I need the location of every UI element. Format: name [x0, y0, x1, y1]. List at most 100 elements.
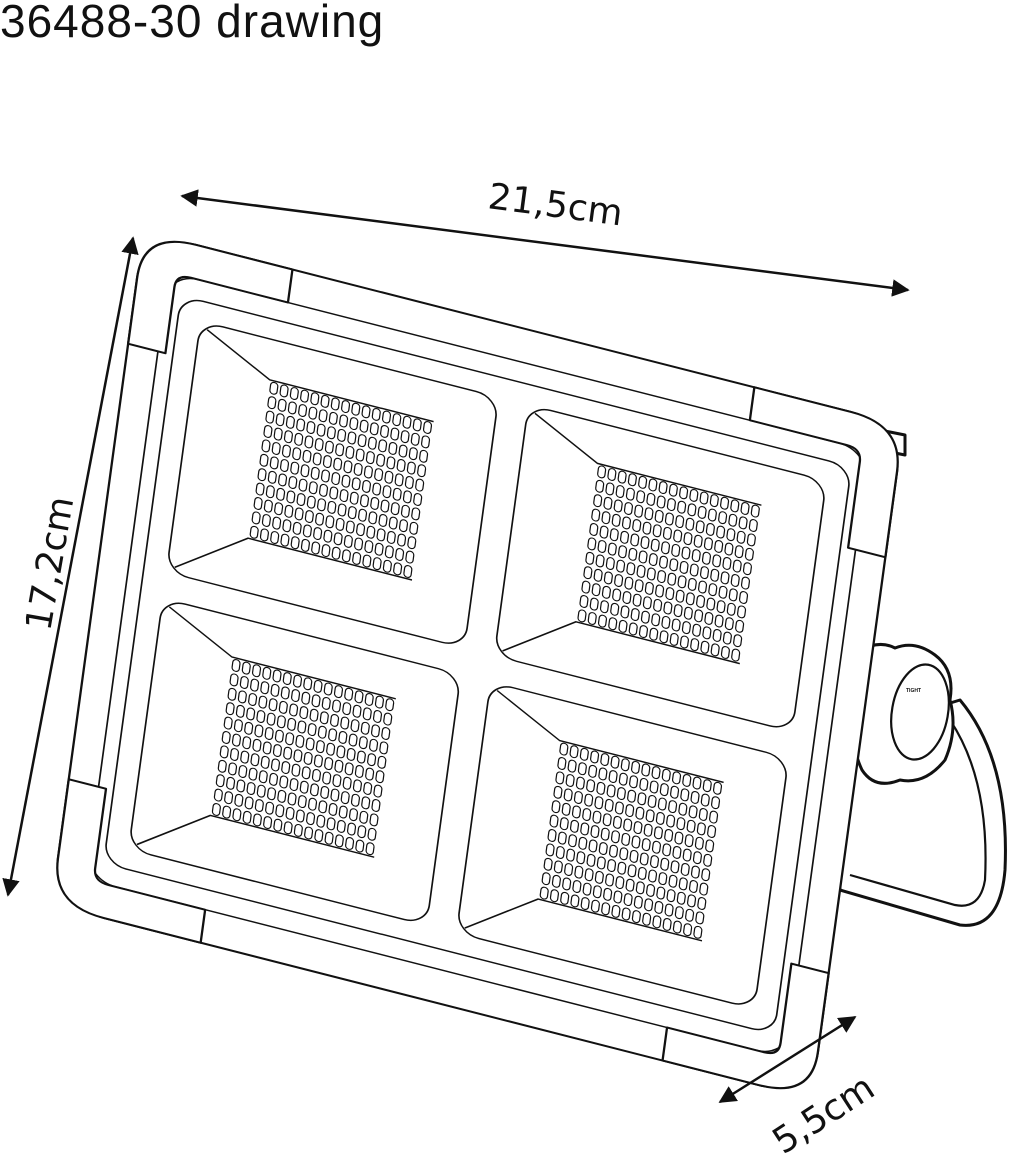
led-chip — [354, 537, 364, 551]
led-chip — [589, 597, 599, 611]
led-chip — [557, 831, 567, 845]
led-chip — [375, 770, 385, 784]
led-chip — [690, 791, 700, 804]
led-chip — [304, 510, 314, 524]
led-chip — [590, 750, 600, 764]
led-chip — [557, 757, 567, 770]
led-chip — [609, 528, 619, 542]
led-chip — [361, 479, 372, 493]
led-chip — [324, 831, 334, 845]
led-chip — [272, 744, 283, 758]
led-chip — [408, 447, 418, 461]
led-chip — [635, 806, 645, 820]
height-dimension-arrow — [2, 236, 139, 897]
led-chip — [677, 575, 687, 589]
led-chip — [599, 525, 609, 539]
led-chip — [318, 409, 328, 423]
led-chip — [290, 461, 300, 475]
led-chip — [292, 521, 302, 535]
led-chip — [315, 512, 325, 526]
led-chip — [701, 551, 712, 565]
led-chip — [286, 490, 296, 504]
led-chip — [553, 785, 563, 799]
led-chip — [293, 749, 303, 763]
led-chip — [603, 571, 613, 585]
led-chip — [644, 898, 654, 912]
led-chip — [551, 800, 561, 814]
led-chip — [644, 507, 654, 521]
led-chip — [621, 832, 631, 846]
led-chip — [285, 415, 295, 429]
led-chip — [654, 509, 664, 523]
led-chip — [669, 558, 679, 572]
led-chip — [601, 511, 611, 525]
led-chip — [697, 505, 707, 519]
led-chip — [575, 776, 585, 790]
led-chip — [597, 614, 608, 628]
led-chip — [298, 404, 308, 417]
led-chip — [667, 572, 677, 586]
led-chip — [339, 414, 349, 428]
led-chip — [640, 536, 650, 550]
led-chip — [342, 702, 352, 716]
led-chip — [262, 666, 272, 680]
led-chip — [736, 530, 746, 544]
led-chip — [674, 906, 684, 920]
led-chip — [396, 459, 406, 472]
led-chip — [611, 904, 621, 918]
led-chip — [621, 907, 631, 921]
led-chip — [665, 587, 675, 601]
led-chip — [620, 758, 630, 772]
led-chip — [559, 742, 569, 756]
led-chip — [234, 793, 244, 807]
led-chip — [359, 494, 370, 508]
led-chip — [553, 860, 563, 874]
led-chip — [337, 428, 347, 442]
led-chip — [555, 846, 565, 859]
led-module-top-left — [168, 325, 497, 644]
led-chip — [417, 464, 427, 478]
led-chip — [685, 908, 695, 922]
led-chip — [630, 760, 641, 774]
led-chip — [246, 782, 256, 795]
led-chip — [362, 554, 372, 568]
led-chip — [668, 874, 678, 888]
led-chip — [337, 503, 347, 517]
led-chip — [657, 797, 667, 811]
led-chip — [332, 774, 342, 788]
led-chip — [694, 609, 704, 623]
led-chip — [249, 678, 260, 692]
led-chip — [260, 755, 270, 769]
led-chip — [321, 544, 331, 558]
led-chip — [356, 523, 366, 537]
led-chip — [252, 738, 262, 752]
led-module-bottom-left — [130, 602, 460, 922]
led-chip — [386, 531, 396, 544]
led-chip — [274, 502, 284, 516]
led-chip — [629, 849, 639, 863]
led-chip — [653, 826, 663, 840]
led-chip — [382, 559, 392, 573]
led-chip — [566, 848, 576, 862]
led-chip — [691, 549, 701, 563]
led-chip — [635, 881, 645, 895]
led-chip — [302, 524, 312, 538]
led-chip — [365, 842, 375, 856]
led-chip — [617, 545, 628, 559]
led-chip — [689, 563, 699, 577]
led-chip — [379, 425, 390, 438]
led-chip — [614, 801, 624, 815]
led-chip — [710, 643, 720, 657]
led-chip — [709, 810, 719, 824]
tightening-knob[interactable]: TIGHT — [849, 643, 956, 785]
led-chip — [219, 745, 229, 759]
led-chip — [579, 747, 589, 761]
led-chip — [617, 861, 627, 875]
led-chip — [637, 792, 647, 806]
led-chip — [310, 466, 320, 480]
led-chip — [680, 788, 690, 802]
led-chip — [376, 453, 386, 467]
led-chip — [613, 499, 623, 513]
led-chip — [610, 602, 620, 616]
led-chip — [649, 855, 660, 869]
